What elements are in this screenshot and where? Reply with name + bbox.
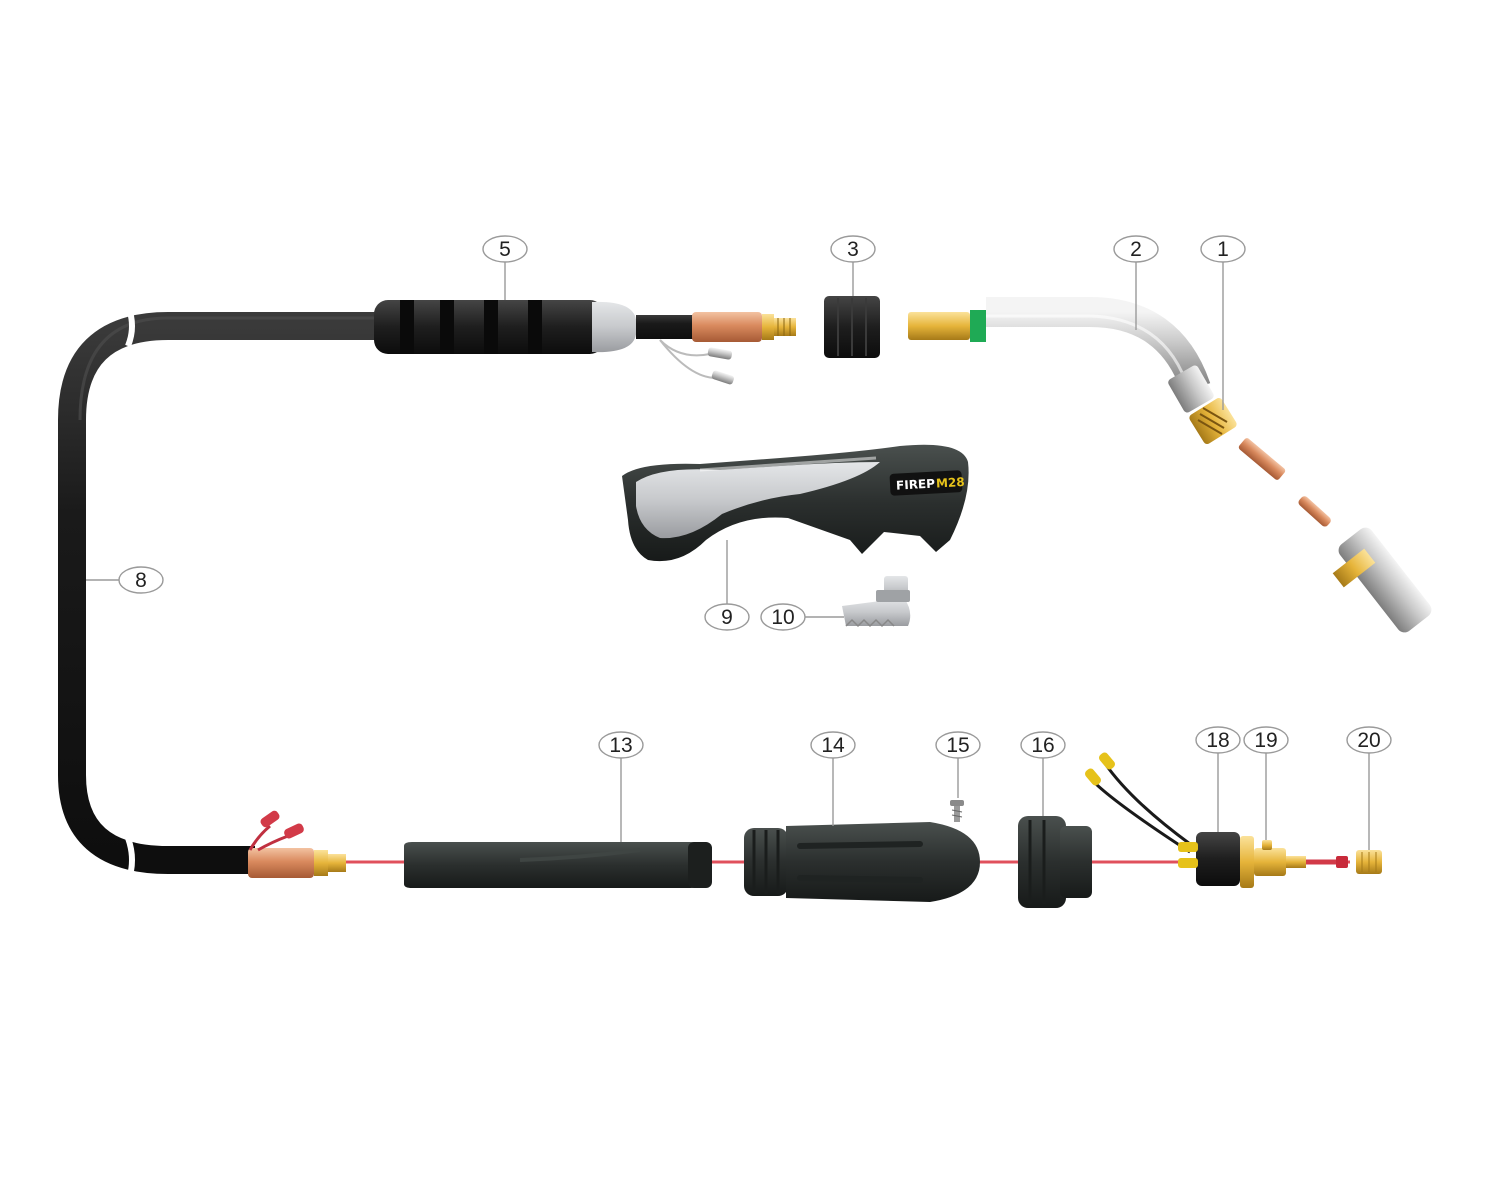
part-9-handle: FIREP M28 bbox=[622, 444, 969, 562]
callouts bbox=[86, 262, 1370, 850]
handle-model-name: M28 bbox=[936, 475, 965, 490]
callout-14: 14 bbox=[810, 731, 856, 759]
callout-16: 16 bbox=[1020, 731, 1066, 759]
gas-nozzle bbox=[1332, 527, 1432, 633]
callout-9: 9 bbox=[704, 603, 750, 631]
callout-label: 13 bbox=[609, 734, 632, 757]
callout-label: 8 bbox=[135, 569, 147, 592]
callout-label: 9 bbox=[721, 606, 733, 629]
part-1-insulator bbox=[1189, 398, 1237, 444]
tip-holder bbox=[1238, 438, 1286, 480]
cable-assembly bbox=[58, 304, 380, 884]
callout-5: 5 bbox=[482, 235, 528, 263]
part-10-trigger bbox=[842, 576, 911, 628]
callout-2: 2 bbox=[1113, 235, 1159, 263]
callout-label: 10 bbox=[771, 606, 794, 629]
callout-label: 18 bbox=[1206, 729, 1229, 752]
callout-label: 1 bbox=[1217, 238, 1229, 261]
part-18-connector-body bbox=[1085, 752, 1240, 886]
callout-label: 14 bbox=[821, 734, 845, 757]
callout-19: 19 bbox=[1243, 726, 1289, 754]
handle-brand-name: FIREP bbox=[896, 477, 936, 493]
callout-label: 20 bbox=[1357, 729, 1380, 752]
callout-15: 15 bbox=[935, 731, 981, 759]
callout-8: 8 bbox=[118, 566, 164, 594]
callout-3: 3 bbox=[830, 235, 876, 263]
part-2-swan-neck bbox=[908, 297, 1432, 633]
contact-tip bbox=[1298, 496, 1331, 527]
callout-label: 5 bbox=[499, 238, 511, 261]
callout-20: 20 bbox=[1346, 726, 1392, 754]
callout-18: 18 bbox=[1195, 726, 1241, 754]
callout-label: 15 bbox=[946, 734, 969, 757]
lower-assembly bbox=[248, 752, 1382, 908]
part-16-nut bbox=[1018, 816, 1092, 908]
part-19-connector-pin bbox=[1240, 836, 1348, 888]
part-15-screw bbox=[950, 800, 964, 822]
callout-label: 19 bbox=[1254, 729, 1277, 752]
callout-label: 2 bbox=[1130, 238, 1142, 261]
callout-label: 3 bbox=[847, 238, 859, 261]
callout-1: 1 bbox=[1200, 235, 1246, 263]
part-20-liner-nut bbox=[1356, 850, 1382, 874]
part-13-sleeve bbox=[404, 842, 712, 888]
part-3-nut bbox=[824, 296, 880, 358]
callout-label: 16 bbox=[1031, 734, 1054, 757]
part-14-handle-cover bbox=[744, 822, 980, 902]
callout-10: 10 bbox=[760, 603, 806, 631]
cable-boot-assembly bbox=[374, 300, 796, 385]
callout-13: 13 bbox=[598, 731, 644, 759]
